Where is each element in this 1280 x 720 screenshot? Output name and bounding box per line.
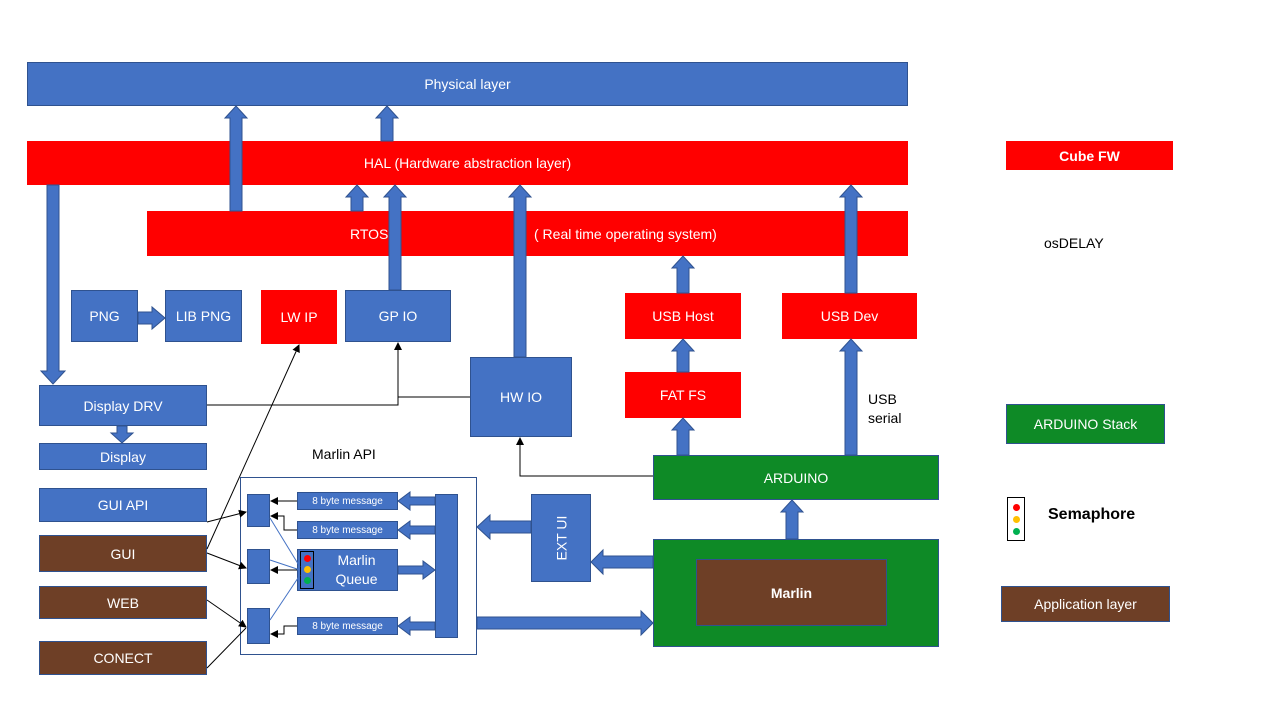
- display-drv-label: Display DRV: [83, 397, 163, 414]
- message-label-2: 8 byte message: [312, 524, 383, 536]
- conect-label: CONECT: [93, 650, 153, 666]
- arrow-displaydrv-display: [109, 425, 135, 444]
- message-box-1: 8 byte message: [297, 492, 398, 510]
- queue-semaphore-green: [304, 577, 311, 584]
- usb-dev-label: USB Dev: [820, 308, 879, 324]
- legend-semaphore-red: [1013, 504, 1020, 511]
- gp-io-block: GP IO: [345, 290, 451, 342]
- arrow-hal-displaydrv: [39, 184, 67, 385]
- arrow-usbhost-rtos: [670, 255, 696, 294]
- message-box-2: 8 byte message: [297, 521, 398, 539]
- web-block: WEB: [39, 586, 207, 619]
- line-arduino-hwio: [516, 437, 653, 477]
- arrow-marlin-extui: [590, 548, 654, 576]
- legend-application-layer: Application layer: [1001, 586, 1170, 622]
- lw-ip-block: LW IP: [261, 290, 337, 344]
- legend-semaphore-label: Semaphore: [1048, 506, 1136, 523]
- display-label: Display: [100, 448, 146, 465]
- arduino-block: ARDUINO: [653, 455, 939, 500]
- usb-host-block: USB Host: [625, 293, 741, 339]
- message-label-1: 8 byte message: [312, 495, 383, 507]
- hal-label: HAL (Hardware abstraction layer): [363, 155, 572, 171]
- lib-png-block: LIB PNG: [165, 290, 242, 342]
- lib-png-label: LIB PNG: [175, 308, 232, 324]
- marlin-queue-label: Marlin Queue: [335, 552, 378, 587]
- rtos-label: RTOS: [350, 226, 389, 242]
- legend-semaphore-yellow: [1013, 516, 1020, 523]
- rtos-description: ( Real time operating system): [534, 226, 717, 242]
- gui-api-label: GUI API: [97, 497, 149, 513]
- display-drv-block: Display DRV: [39, 385, 207, 426]
- hal-block: HAL (Hardware abstraction layer): [27, 141, 908, 185]
- legend-application-layer-label: Application layer: [1034, 596, 1137, 612]
- marlin-label: Marlin: [770, 584, 813, 601]
- arduino-label: ARDUINO: [763, 469, 829, 486]
- legend-cube-fw-label: Cube FW: [1059, 147, 1120, 164]
- api-slot-2: [247, 549, 270, 584]
- rtos-block: RTOS ( Real time operating system): [147, 211, 908, 256]
- arrow-arduino-fatfs: [670, 417, 696, 456]
- queue-semaphore-icon: [300, 551, 314, 589]
- physical-layer-block: Physical layer: [27, 62, 908, 106]
- conect-block: CONECT: [39, 641, 207, 675]
- ext-ui-label: EXT UI: [553, 515, 569, 561]
- message-label-3: 8 byte message: [312, 620, 383, 632]
- marlin-api-label: Marlin API: [312, 446, 376, 462]
- usb-serial-label: USB serial: [868, 390, 901, 428]
- arrow-hal-physical-2: [374, 105, 400, 142]
- png-label: PNG: [89, 308, 120, 324]
- legend-os-delay: osDELAY: [1044, 235, 1104, 251]
- legend-cube-fw: Cube FW: [1006, 141, 1173, 170]
- arrow-png-libpng: [137, 305, 166, 331]
- legend-arduino-stack-label: ARDUINO Stack: [1033, 416, 1138, 432]
- usb-dev-block: USB Dev: [782, 293, 917, 339]
- line-displaydrv-gpio: [207, 342, 402, 406]
- web-label: WEB: [107, 594, 139, 611]
- usb-serial-line-1: USB: [868, 391, 897, 407]
- gui-label: GUI: [110, 545, 136, 562]
- usb-serial-line-2: serial: [868, 410, 902, 426]
- api-slot-1: [247, 494, 270, 527]
- png-block: PNG: [71, 290, 138, 342]
- fat-fs-label: FAT FS: [659, 387, 707, 403]
- physical-layer-label: Physical layer: [424, 76, 511, 92]
- usb-host-label: USB Host: [652, 308, 714, 324]
- display-block: Display: [39, 443, 207, 470]
- legend-semaphore-icon: [1007, 497, 1025, 541]
- gui-block: GUI: [39, 535, 207, 572]
- arrow-dispatcher-marlin: [476, 609, 654, 637]
- arrow-fatfs-usbhost: [670, 338, 696, 373]
- message-box-3: 8 byte message: [297, 617, 398, 635]
- queue-semaphore-red: [304, 555, 311, 562]
- legend-arduino-stack: ARDUINO Stack: [1006, 404, 1165, 444]
- marlin-block: Marlin: [696, 559, 887, 626]
- api-slot-3: [247, 608, 270, 644]
- hw-io-label: HW IO: [500, 389, 542, 405]
- gui-api-block: GUI API: [39, 488, 207, 522]
- arrow-rtos-hal: [344, 184, 370, 212]
- legend-semaphore-green: [1013, 528, 1020, 535]
- hw-io-block: HW IO: [470, 357, 572, 437]
- queue-semaphore-yellow: [304, 566, 311, 573]
- dispatcher-bar: [435, 494, 458, 638]
- ext-ui-block: EXT UI: [531, 494, 591, 582]
- lw-ip-label: LW IP: [280, 309, 318, 325]
- arrow-marlin-arduino: [779, 499, 805, 540]
- arrow-arduino-usbdev: [838, 338, 864, 456]
- fat-fs-block: FAT FS: [625, 372, 741, 418]
- gp-io-label: GP IO: [378, 308, 418, 324]
- arrow-extui-dispatcher: [476, 513, 532, 541]
